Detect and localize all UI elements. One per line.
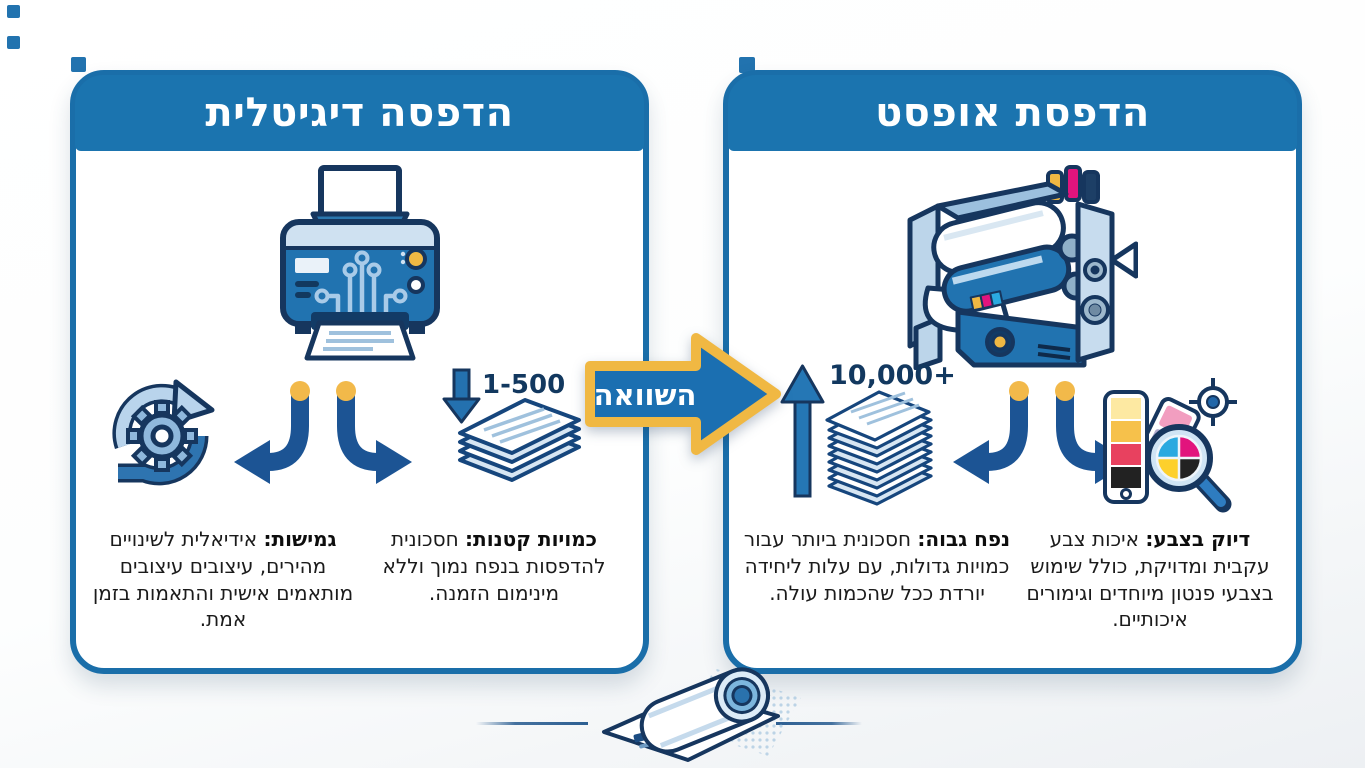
printer-power-button (404, 248, 427, 270)
quantity-range-label: 1-500 (482, 370, 566, 400)
footer-divider-right (776, 722, 862, 725)
registration-target-icon (1189, 378, 1237, 426)
offset-panel-header: הדפסת אופסט (728, 75, 1297, 151)
offset-panel-title: הדפסת אופסט (875, 90, 1150, 136)
feature-small-quantities: כמויות קטנות: חסכונית להדפסות בנפח נמוך … (366, 526, 622, 606)
color-swatch-strip-icon (1103, 390, 1149, 504)
feature-text: חסכונית ביותר עבור כמויות גדולות, עם עלו… (743, 527, 1010, 605)
magnifier-cmyk-icon (1145, 424, 1232, 513)
feature-text: איכות צבע עקבית ומדויקת, כולל שימוש בצבע… (1026, 527, 1274, 632)
feature-text: אידיאלית לשינויים מהירים, עיצובים עיצובי… (92, 527, 354, 632)
offset-printing-panel: הדפסת אופסט (723, 70, 1302, 674)
decorative-square (7, 5, 20, 18)
down-arrow-icon (442, 368, 481, 424)
feature-color-accuracy: דיוק בצבע: איכות צבע עקבית ומדויקת, כולל… (1021, 526, 1279, 633)
feature-high-volume: נפח גבוה: חסכונית ביותר עבור כמויות גדול… (743, 526, 1011, 606)
high-volume-cell: 10,000+ (769, 356, 956, 518)
quantity-range-label: 10,000+ (829, 360, 956, 391)
feature-lead: גמישות: (263, 527, 337, 551)
split-arrows-cell (228, 368, 418, 502)
decorative-square (7, 36, 20, 49)
digital-printing-panel: הדפסה דיגיטלית (70, 70, 649, 674)
digital-panel-header: הדפסה דיגיטלית (75, 75, 644, 151)
small-quantity-cell: 1-500 (422, 368, 597, 496)
offset-press-icon (907, 165, 1138, 370)
color-accuracy-cell (1095, 374, 1247, 520)
feature-lead: נפח גבוה: (917, 527, 1011, 551)
large-paper-stack-icon (780, 364, 933, 506)
small-paper-stack-icon (442, 368, 581, 482)
color-accuracy-icon (1103, 378, 1237, 513)
feature-text: חסכונית להדפסות בנפח נמוך וללא מינימום ה… (382, 527, 606, 605)
decorative-square (739, 57, 755, 73)
paper-roll-logo-icon (602, 667, 801, 762)
up-arrow-icon (780, 364, 825, 498)
gear-icon (126, 400, 198, 472)
feature-flexibility: גמישות: אידיאלית לשינויים מהירים, עיצובי… (92, 526, 354, 633)
footer-divider-left (476, 722, 588, 725)
comparison-label: השוואה (593, 378, 697, 412)
digital-panel-title: הדפסה דיגיטלית (205, 90, 514, 136)
flexibility-icon-cell (102, 374, 222, 503)
decorative-square (71, 57, 86, 72)
split-arrows-icon (234, 381, 412, 484)
comparison-arrow: השוואה (584, 332, 784, 456)
digital-printer-icon (279, 165, 440, 361)
comparison-arrow-icon (585, 333, 781, 455)
feature-lead: כמויות קטנות: (465, 527, 597, 551)
feature-lead: דיוק בצבע: (1145, 527, 1251, 551)
flexibility-cycle-gear-icon (112, 379, 215, 486)
